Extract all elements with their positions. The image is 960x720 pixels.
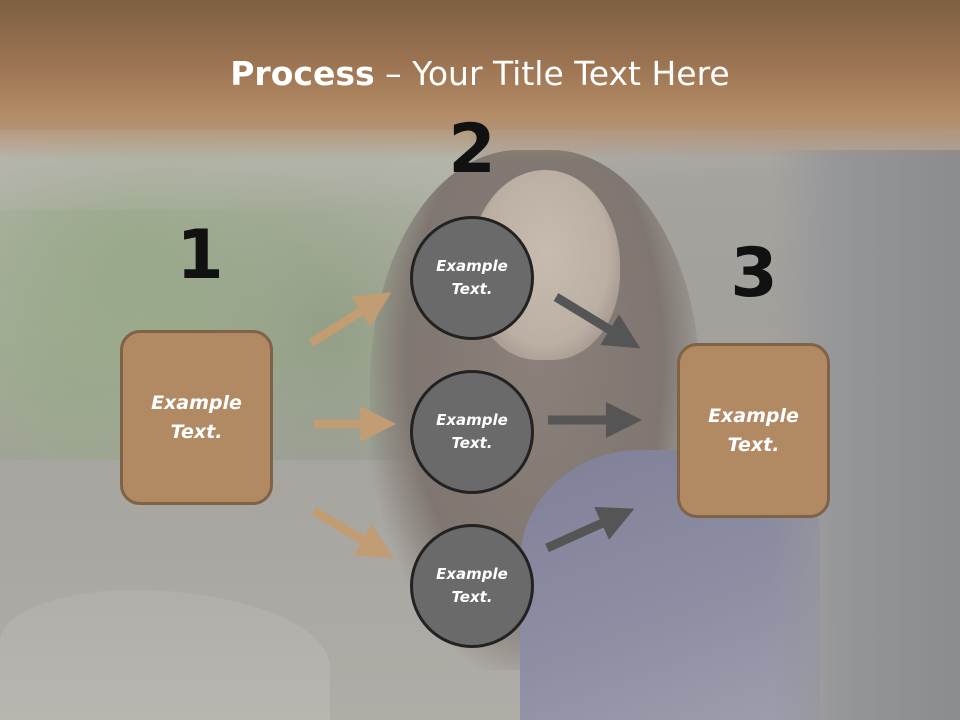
arrow-bottom-to-right	[545, 506, 635, 553]
step-number-1: 1	[176, 216, 224, 295]
left-box-text: Example Text.	[151, 391, 242, 443]
circle-top-text: Example Text.	[436, 257, 508, 298]
right-text-box: Example Text.	[677, 343, 830, 518]
left-text-box: Example Text.	[120, 330, 273, 505]
arrow-top-to-right	[553, 293, 641, 349]
right-box-text: Example Text.	[708, 404, 799, 456]
step-number-2: 2	[448, 110, 496, 189]
circle-middle: Example Text.	[410, 370, 534, 494]
circle-bottom-text: Example Text.	[436, 565, 508, 606]
circle-top: Example Text.	[410, 216, 534, 340]
circle-bottom: Example Text.	[410, 524, 534, 648]
circle-middle-text: Example Text.	[436, 411, 508, 452]
title-bold: Process	[230, 54, 375, 93]
slide-title: Process – Your Title Text Here	[0, 54, 960, 94]
arrow-left-to-bottom	[311, 507, 394, 559]
arrow-left-to-top	[308, 292, 392, 347]
step-number-3: 3	[730, 234, 778, 313]
header-band	[0, 0, 960, 160]
title-rest: – Your Title Text Here	[374, 54, 730, 93]
